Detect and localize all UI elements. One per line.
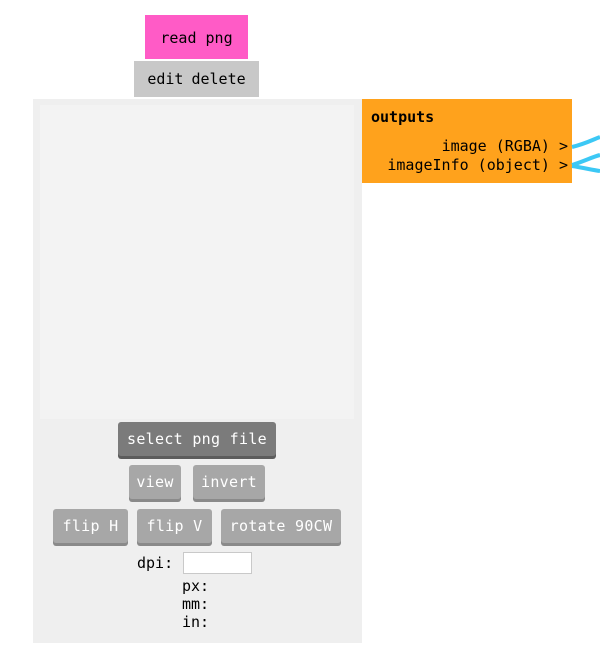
wire-imageinfo-a[interactable] [571, 153, 600, 167]
in-label: in: [182, 613, 210, 631]
flip-v-button[interactable]: flip V [137, 509, 212, 543]
edit-button[interactable]: edit [147, 70, 184, 88]
flip-h-button[interactable]: flip H [53, 509, 128, 543]
select-png-file-button[interactable]: select png file [118, 422, 276, 456]
output-port-imageinfo[interactable]: imageInfo (object) > [387, 156, 568, 174]
node-title[interactable]: read png [145, 15, 248, 59]
node-panel: select png file view invert flip H flip … [33, 99, 362, 643]
dpi-row: dpi: [137, 552, 253, 574]
node-edit-bar: edit delete [134, 61, 259, 97]
outputs-panel: outputs image (RGBA) > imageInfo (object… [362, 99, 572, 183]
dpi-label: dpi: [137, 554, 174, 572]
image-preview [40, 105, 354, 419]
mm-label: mm: [182, 595, 210, 613]
rotate-90cw-button[interactable]: rotate 90CW [221, 509, 341, 543]
wire-imageinfo-b[interactable] [571, 164, 600, 173]
wire-image[interactable] [571, 135, 600, 149]
dpi-input[interactable] [183, 552, 253, 574]
delete-button[interactable]: delete [191, 70, 246, 88]
outputs-header: outputs [371, 108, 435, 126]
output-port-image[interactable]: image (RGBA) > [441, 137, 568, 155]
px-label: px: [182, 577, 210, 595]
invert-button[interactable]: invert [193, 465, 265, 499]
view-button[interactable]: view [129, 465, 181, 499]
